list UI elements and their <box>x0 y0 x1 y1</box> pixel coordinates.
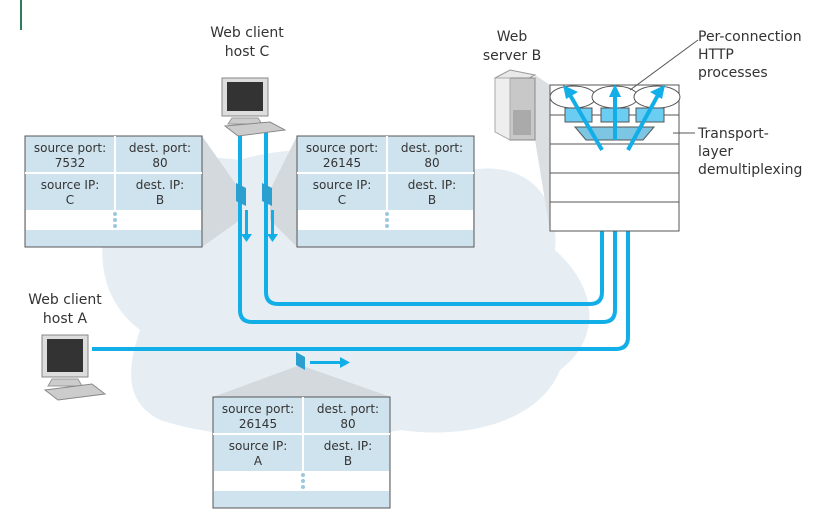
dst-port-cell: dest. port:80 <box>129 141 191 170</box>
segment-marker-icons <box>236 183 350 370</box>
ellipsis-dot <box>301 485 305 489</box>
wedge-bottom <box>213 365 391 397</box>
ellipsis-dot <box>385 212 389 216</box>
ellipsis-dot <box>301 473 305 477</box>
src-port-cell: source port:26145 <box>306 141 378 170</box>
wedge-server <box>535 75 550 231</box>
server-protocol-stack <box>549 84 681 232</box>
http-leader-line <box>629 39 699 91</box>
src-port-cell: source port:26145 <box>222 402 294 431</box>
ellipsis-dot <box>113 224 117 228</box>
connection-a <box>92 89 662 351</box>
dst-ip-cell: dest. IP:B <box>324 439 372 468</box>
connection-c-1 <box>238 88 617 324</box>
ellipsis-dot <box>301 479 305 483</box>
dst-port-cell: dest. port:80 <box>317 402 379 431</box>
ellipsis-dot <box>385 218 389 222</box>
ellipsis-dot <box>113 212 117 216</box>
src-port-cell: source port:7532 <box>34 141 106 170</box>
segment-c-2: source port:26145 dest. port:80 source IP:… <box>296 135 475 248</box>
src-ip-cell: source IP:C <box>313 178 371 207</box>
dst-ip-cell: dest. IP:B <box>136 178 184 207</box>
dst-port-cell: dest. port:80 <box>401 141 463 170</box>
segment-c-1: source port:7532 dest. port:80 source IP:C… <box>24 135 203 248</box>
dst-ip-cell: dest. IP:B <box>408 178 456 207</box>
host-c-computer-icon <box>221 77 287 137</box>
host-a-computer-icon <box>41 334 107 401</box>
ellipsis-dot <box>113 218 117 222</box>
wedge-left <box>202 136 240 247</box>
src-ip-cell: source IP:A <box>229 439 287 468</box>
connections <box>92 88 662 351</box>
segment-a: source port:26145 dest. port:80 source IP:… <box>212 396 391 509</box>
server-icon <box>493 69 537 141</box>
connection-c-2 <box>264 89 604 306</box>
wedge-right <box>270 136 297 247</box>
src-ip-cell: source IP:C <box>41 178 99 207</box>
ellipsis-dot <box>385 224 389 228</box>
